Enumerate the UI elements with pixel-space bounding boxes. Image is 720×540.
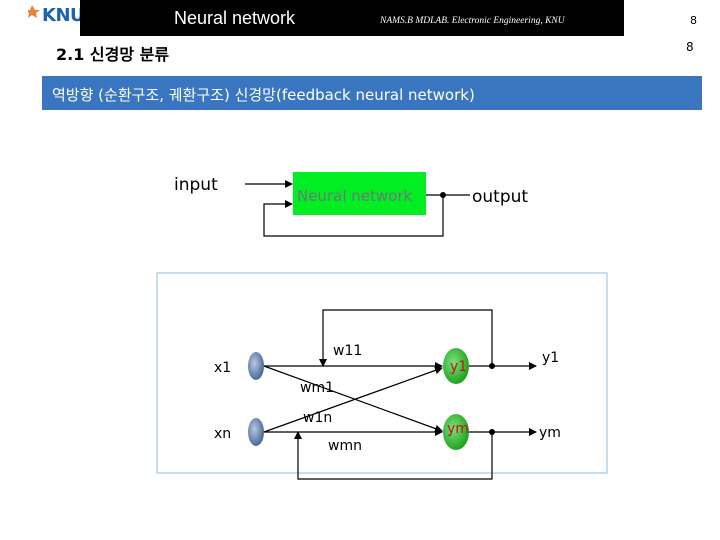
- section-title: 2.1 신경망 분류: [56, 45, 170, 64]
- output-node-y1-label: y1: [450, 359, 467, 375]
- edge-w1n: [263, 366, 443, 433]
- output-label: output: [472, 187, 528, 207]
- header-credit: NAMS.B MDLAB. Electronic Engineering, KN…: [380, 16, 565, 26]
- output-node-ym: [443, 414, 469, 450]
- input-x1-label: x1: [214, 360, 231, 376]
- output-dot-ym: [489, 429, 495, 435]
- output-ym-label: ym: [539, 425, 561, 441]
- output-node-ym-label: ym: [447, 421, 469, 437]
- feedback-loop-line: [263, 195, 444, 237]
- input-xn-label: xn: [214, 426, 231, 442]
- top-block-diagram: input Neural network output: [174, 172, 528, 237]
- knu-logo: KNU: [26, 2, 85, 32]
- input-node-x1: [248, 352, 264, 380]
- feedback-loop-ym: [294, 431, 493, 480]
- topic-banner-text: 역방향 (순환구조, 궤환구조) 신경망(feedback neural net…: [52, 86, 475, 104]
- feedback-loop-y1: [319, 309, 493, 367]
- output-y1-label: y1: [542, 350, 559, 366]
- neural-network-box-label: Neural network: [297, 187, 412, 205]
- weight-w1n-label: w1n: [303, 410, 332, 426]
- network-frame: [156, 272, 608, 474]
- header-title: Neural network: [174, 8, 296, 28]
- logo-mark-icon: [26, 5, 40, 18]
- input-node-xn: [248, 418, 264, 446]
- bottom-network-diagram: x1 xn w11 wm1 w1n wmn y1 ym y1 ym: [156, 272, 608, 480]
- header-bar: [80, 0, 624, 36]
- topic-banner: [42, 76, 702, 110]
- output-node-y1: [443, 348, 469, 384]
- page-number-top: 8: [690, 14, 697, 27]
- edge-wm1: [263, 365, 443, 433]
- page-number-side: 8: [686, 40, 694, 54]
- logo-text: KNU: [42, 5, 85, 26]
- neural-network-box: [293, 172, 426, 215]
- input-label: input: [174, 175, 218, 195]
- output-dot-y1: [489, 363, 495, 369]
- weight-wmn-label: wmn: [328, 438, 362, 454]
- weight-w11-label: w11: [333, 343, 362, 359]
- weight-wm1-label: wm1: [300, 380, 334, 396]
